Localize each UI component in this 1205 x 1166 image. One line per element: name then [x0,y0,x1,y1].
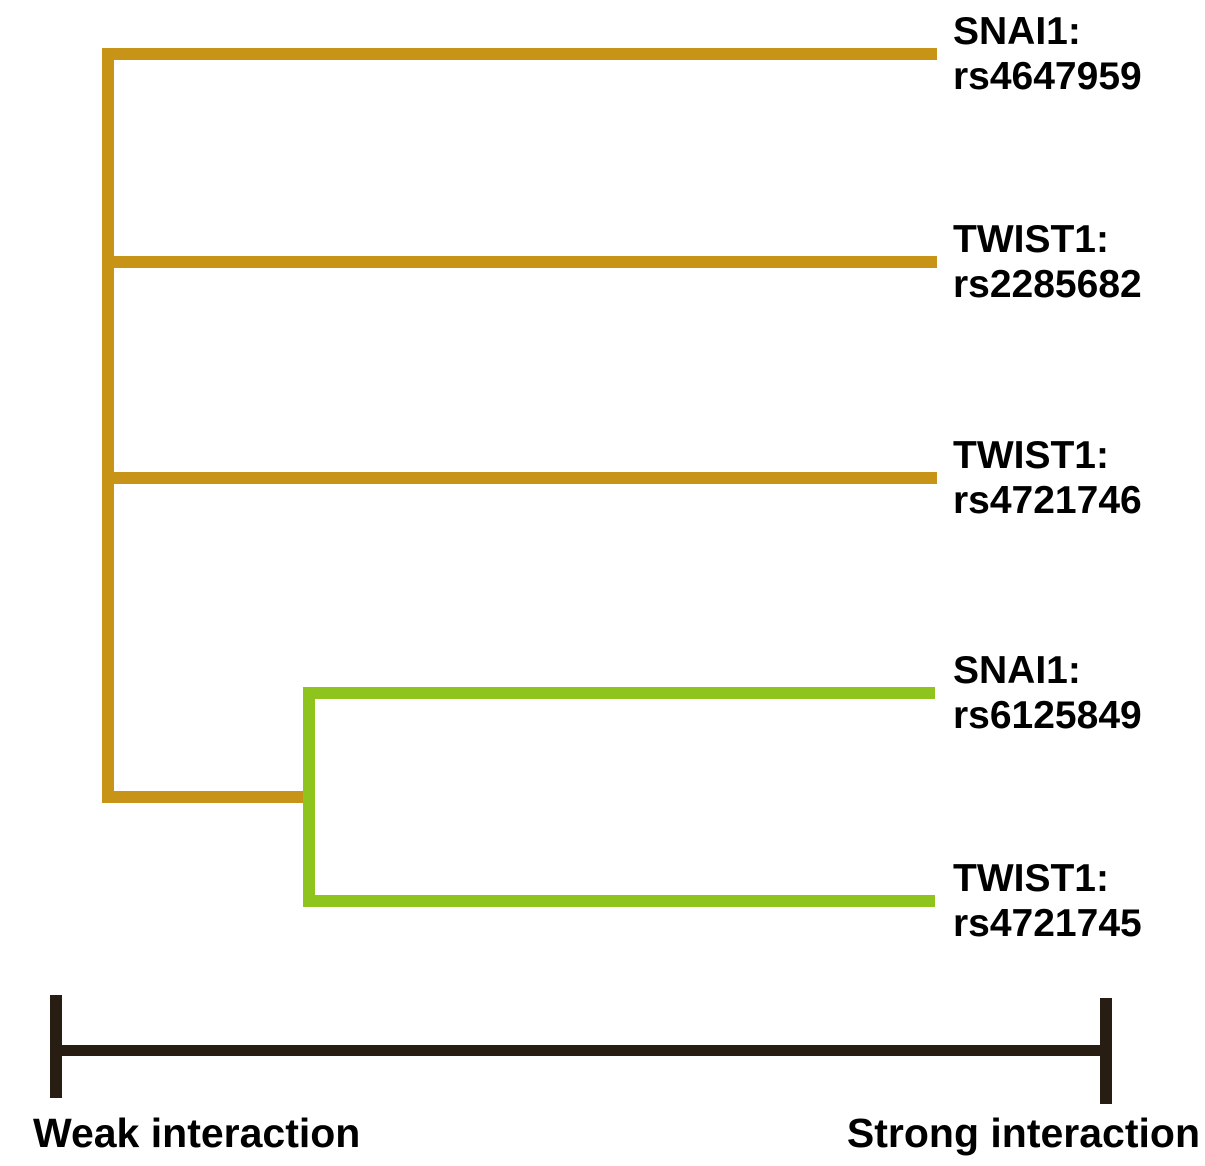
branch-snai1-rs4647959 [102,48,937,60]
branch-twist1-rs2285682 [102,256,937,268]
strong-cluster-trunk-line [303,687,315,907]
weak-cluster-trunk-line [102,48,114,803]
branch-snai1-rs6125849 [303,687,935,699]
leaf-label-twist1-rs4721746: TWIST1: rs4721746 [953,433,1203,523]
snp-id: rs2285682 [953,263,1142,306]
scale-right-tick [1100,998,1112,1104]
gene-name: TWIST1: [953,218,1109,261]
interaction-scale-bar [50,1045,1112,1056]
branch-twist1-rs4721745 [303,895,935,907]
snp-id: rs4721745 [953,902,1142,945]
gene-name: SNAI1: [953,10,1081,53]
leaf-label-snai1-rs4647959: SNAI1: rs4647959 [953,9,1203,99]
snp-id: rs4721746 [953,479,1142,522]
gene-name: SNAI1: [953,649,1081,692]
weak-interaction-label: Weak interaction [33,1110,361,1156]
gene-name: TWIST1: [953,434,1109,477]
gene-name: TWIST1: [953,857,1109,900]
leaf-label-snai1-rs6125849: SNAI1: rs6125849 [953,648,1203,738]
strong-interaction-label: Strong interaction [846,1110,1200,1156]
snp-id: rs4647959 [953,55,1142,98]
leaf-label-twist1-rs4721745: TWIST1: rs4721745 [953,856,1203,946]
snp-id: rs6125849 [953,694,1142,737]
leaf-label-twist1-rs2285682: TWIST1: rs2285682 [953,217,1203,307]
weak-to-strong-connector-line [102,791,310,803]
branch-twist1-rs4721746 [102,472,937,484]
